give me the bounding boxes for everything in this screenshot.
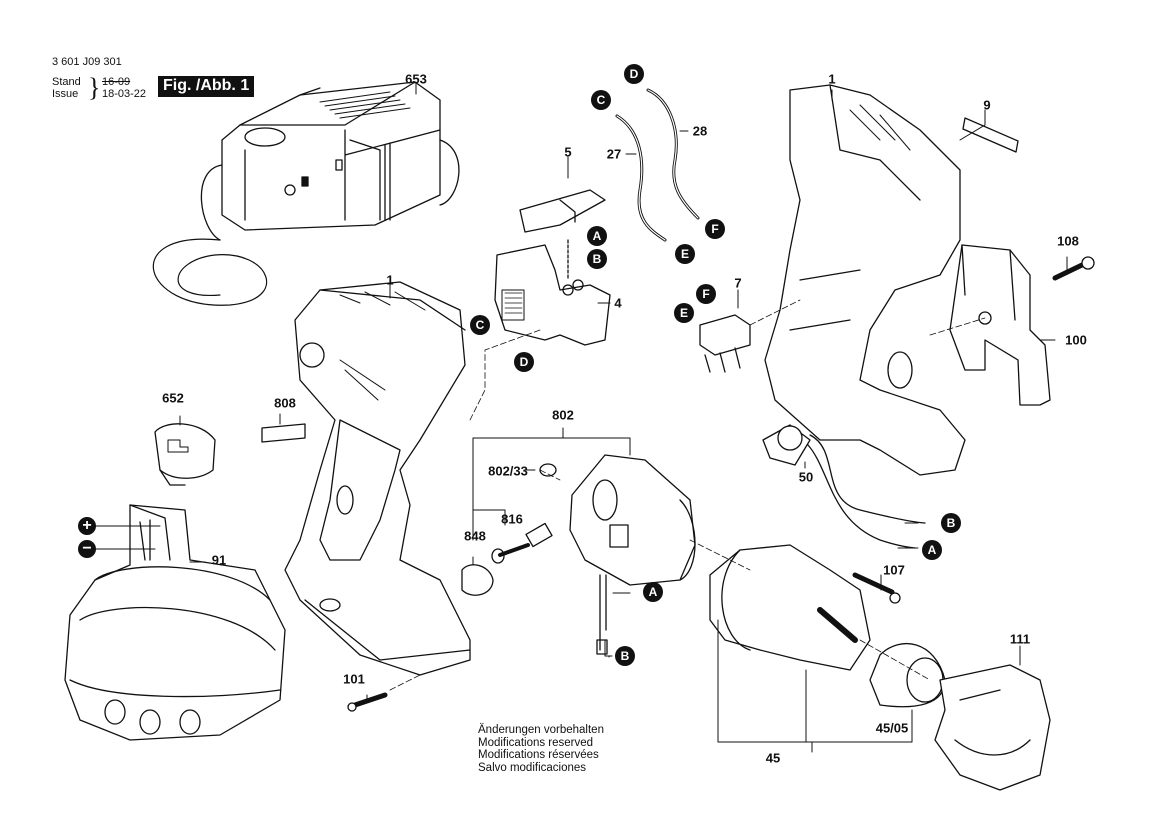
part-label-28: 28 [692,123,708,139]
part-label-9: 9 [983,97,991,113]
connector-badge-e-wire: E [675,244,695,264]
connector-badge-f-wire: F [705,219,725,239]
part-label-848: 848 [464,528,486,544]
part-label-7: 7 [734,275,742,291]
screw-108-drawing [1052,256,1095,281]
issue-date: 18-03-22 [102,88,147,100]
part-label-111: 111 [1009,631,1031,647]
label-808-drawing [261,423,306,443]
stand-label: Stand [52,76,81,88]
belt-clip-drawing [949,244,1051,406]
part-label-808: 808 [274,395,296,411]
brush-assembly-drawing [461,522,553,596]
note-de: Änderungen vorbehalten [478,724,604,736]
part-label-5: 5 [564,144,572,160]
screw-107-drawing [852,572,895,595]
motor-drawing [539,454,696,655]
wires-drawing [615,88,700,242]
part-number: 3 601 J09 301 [52,56,122,68]
part-label-45: 45 [765,750,781,766]
part-label-108: 108 [1057,233,1079,249]
figure-label: Fig. /Abb. 1 [158,76,255,97]
battery-cap-drawing [154,423,216,486]
part-label-4: 4 [614,295,622,311]
connector-badge-c-switch: C [470,315,490,335]
connector-badge-a-led: A [922,540,942,560]
connector-badge-d-switch: D [514,352,534,372]
part-label-91: 91 [211,552,227,568]
connector-badge-d-wire: D [624,64,644,84]
part-label-1-left-housing: 1 [386,272,394,288]
housing-right-drawing [764,84,966,476]
gear-housing-drawing [709,544,871,671]
note-fr: Modifications réservées [478,749,599,761]
label-9-drawing [962,117,1019,153]
note-en: Modifications reserved [478,736,594,749]
ring-45-05-drawing [869,642,946,708]
connector-badge-b-switch: B [587,249,607,269]
note-es: Salvo modificaciones [478,761,587,774]
connector-badge-f-connector: F [696,284,716,304]
battery-drawing [64,504,286,741]
connector-badge-e-connector: E [674,303,694,323]
issue-label: Issue [52,88,79,100]
part-label-1-right-housing: 1 [828,71,836,87]
screw-107-head [889,592,901,604]
connector-badge-a-switch: A [587,226,607,246]
led-module-drawing [762,424,926,549]
part-label-107: 107 [883,562,905,578]
cover-111-drawing [934,664,1051,791]
part-label-802-33: 802/33 [488,463,528,479]
part-label-100: 100 [1065,332,1087,348]
housing-left-drawing [284,281,471,676]
leader-lines [94,83,1068,753]
modification-notes: Änderungen vorbehalten Modifications res… [478,724,604,774]
part-label-653: 653 [405,71,427,87]
minus-terminal-icon: − [78,540,96,558]
connector-badge-b-motor: B [615,646,635,666]
charger-drawing [152,81,460,306]
switch-drawing [494,189,611,346]
screw-101-drawing [352,692,388,708]
connector-7-drawing [699,314,751,373]
part-label-652: 652 [162,390,184,406]
part-label-27: 27 [606,146,622,162]
part-label-816: 816 [501,511,523,527]
connector-badge-b-led: B [941,513,961,533]
stand-date: 16-09 [102,76,131,88]
part-label-802: 802 [552,407,574,423]
plus-terminal-icon: + [78,517,96,535]
part-label-50: 50 [798,469,814,485]
connector-badge-a-motor: A [643,582,663,602]
part-label-45-05: 45/05 [875,720,909,736]
part-label-101: 101 [343,671,365,687]
brace-icon: } [88,73,101,102]
screw-101-head [347,702,357,712]
connector-badge-c-wire: C [591,90,611,110]
assembly-axes [389,299,986,691]
